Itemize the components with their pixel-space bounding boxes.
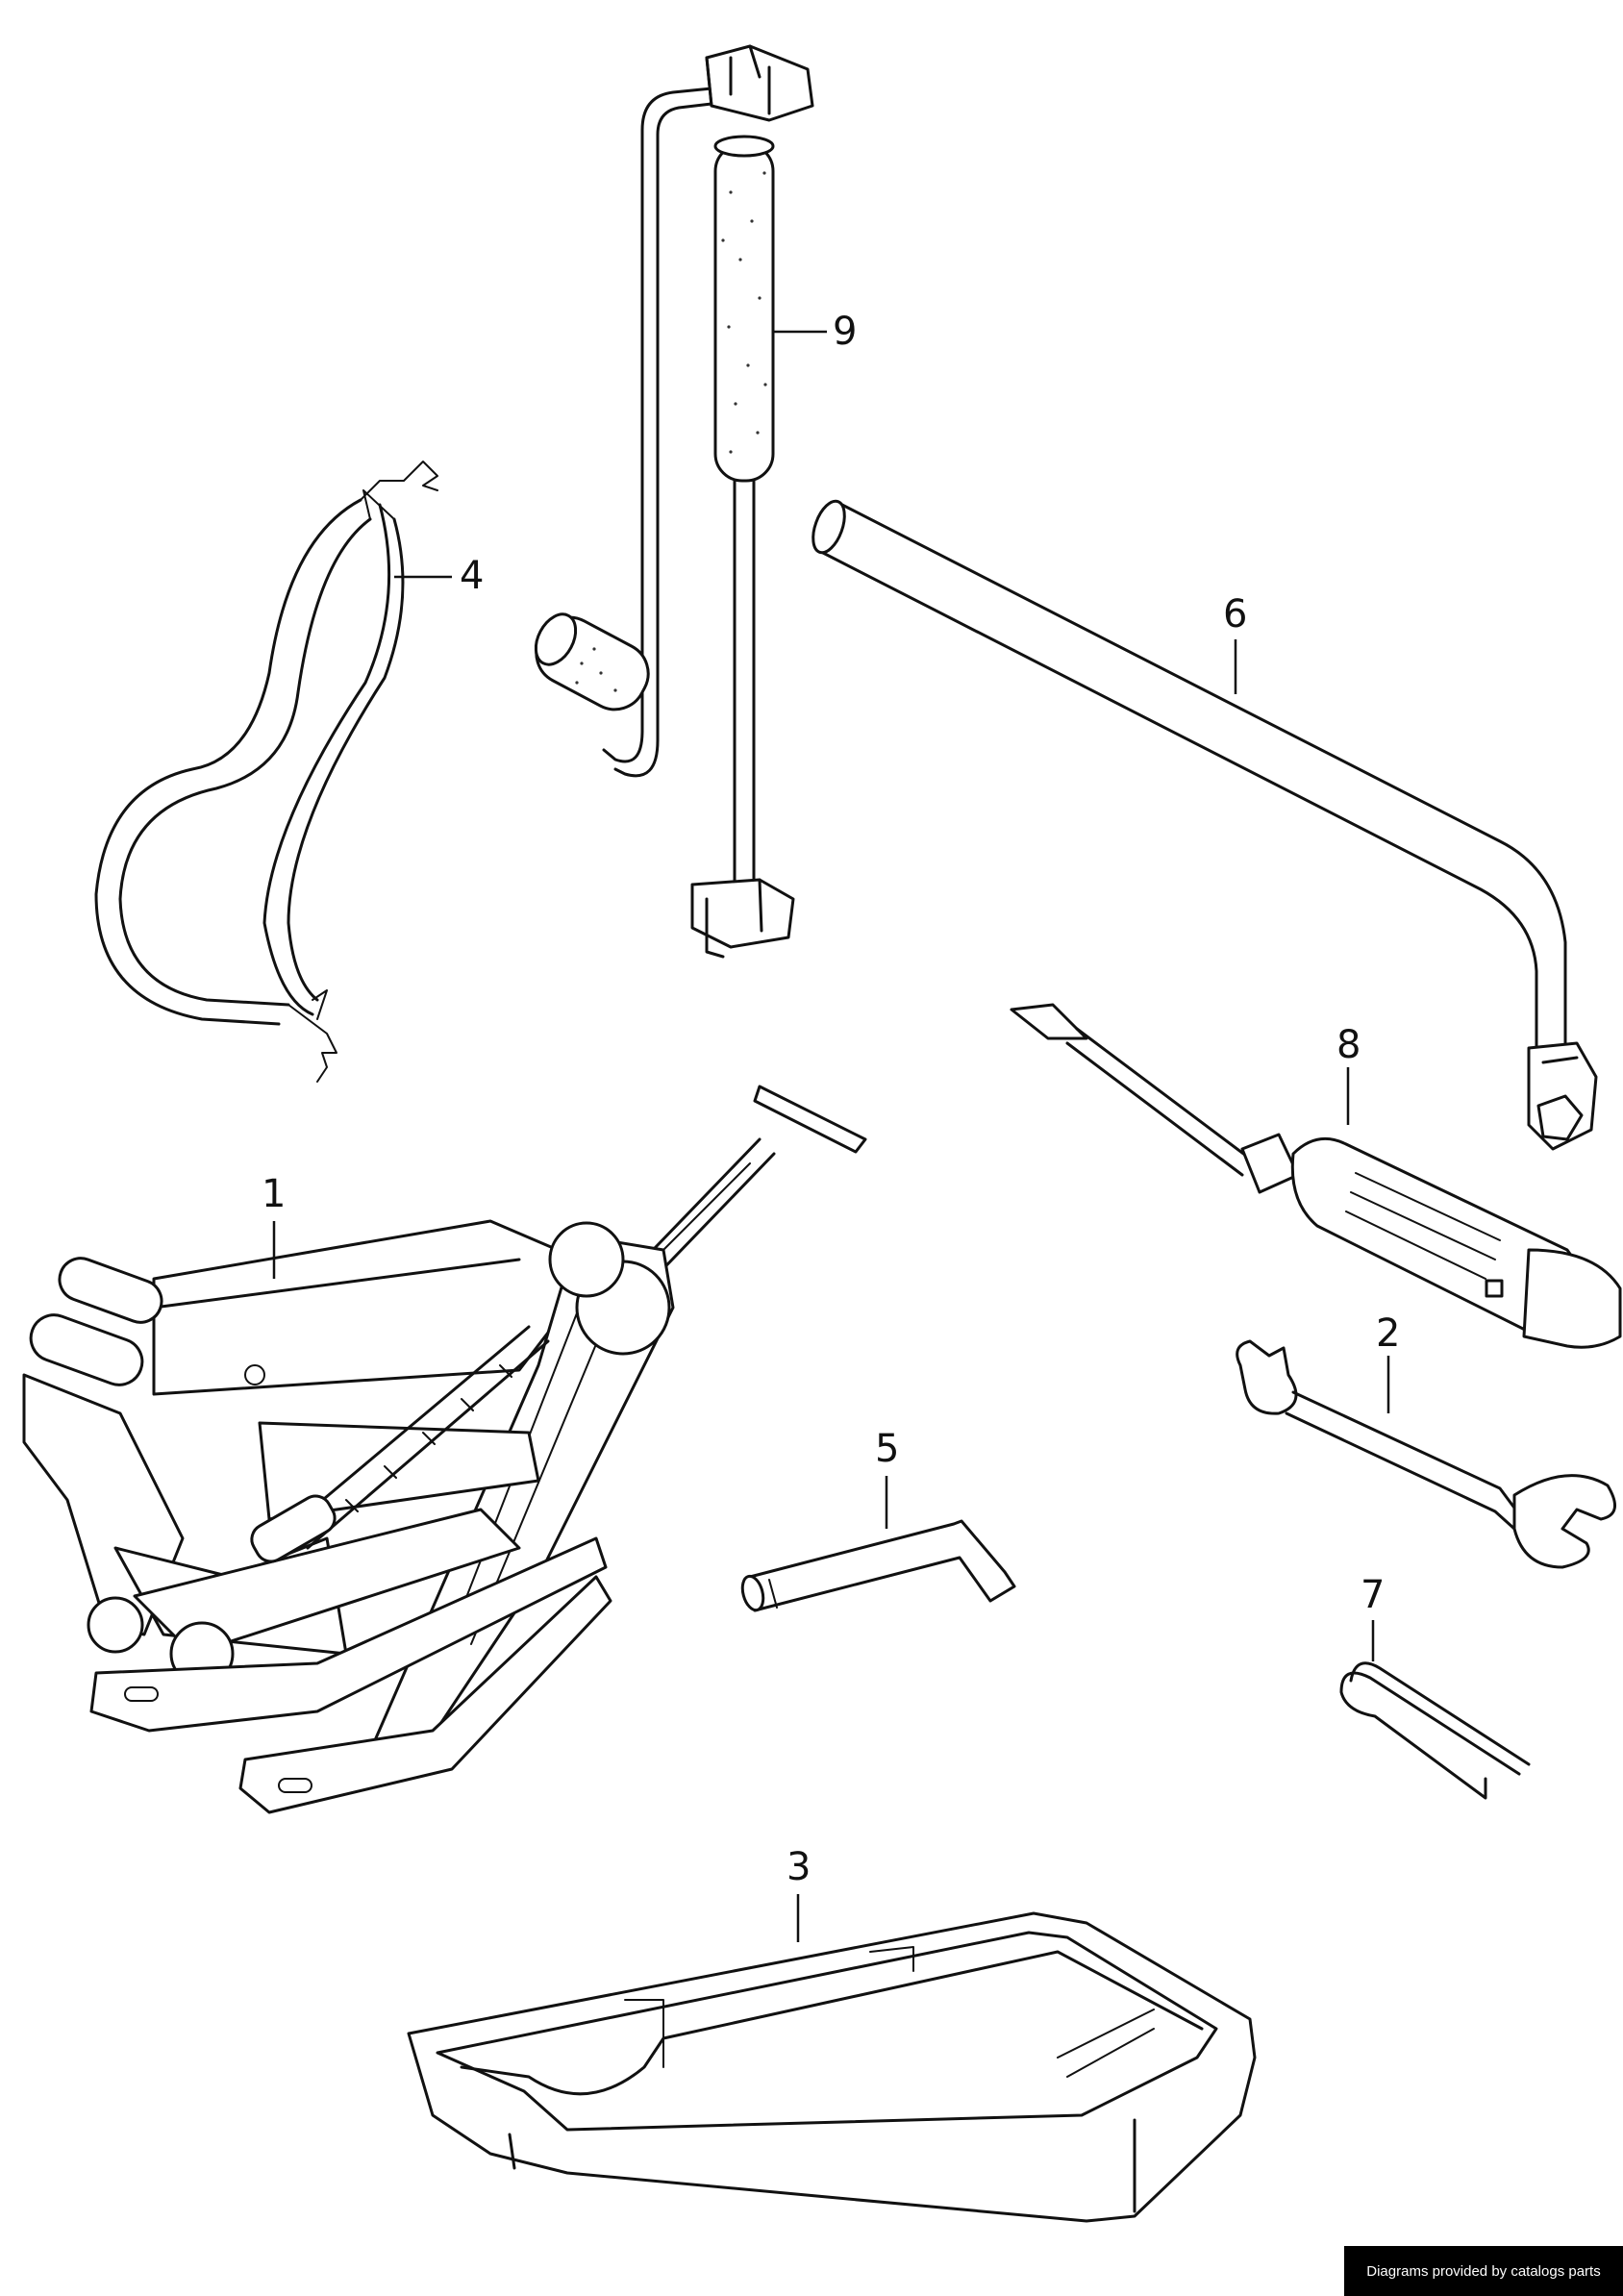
callout-6: 6 <box>1223 592 1247 636</box>
callout-9: 9 <box>833 310 857 354</box>
open-end-wrench-drawing <box>1236 1339 1616 1569</box>
wire-clip-drawing <box>1339 1620 1531 1800</box>
wheel-bolt-wrench-drawing <box>812 499 1598 1151</box>
screwdriver-drawing <box>1010 1003 1622 1349</box>
scissor-jack-drawing <box>22 1085 867 1814</box>
callout-7: 7 <box>1361 1573 1385 1617</box>
credit-badge: Diagrams provided by catalogs parts <box>1344 2246 1623 2296</box>
callout-5: 5 <box>875 1427 899 1471</box>
jack-crank-handle-drawing <box>534 44 827 959</box>
hex-key-drawing <box>740 1476 1016 1612</box>
callout-1: 1 <box>262 1172 286 1216</box>
rubber-strap-drawing <box>94 461 452 1083</box>
callout-4: 4 <box>460 554 484 598</box>
tool-tray-drawing <box>407 1894 1257 2223</box>
callout-2: 2 <box>1376 1311 1400 1356</box>
callout-8: 8 <box>1336 1023 1361 1067</box>
callout-3: 3 <box>787 1845 811 1889</box>
